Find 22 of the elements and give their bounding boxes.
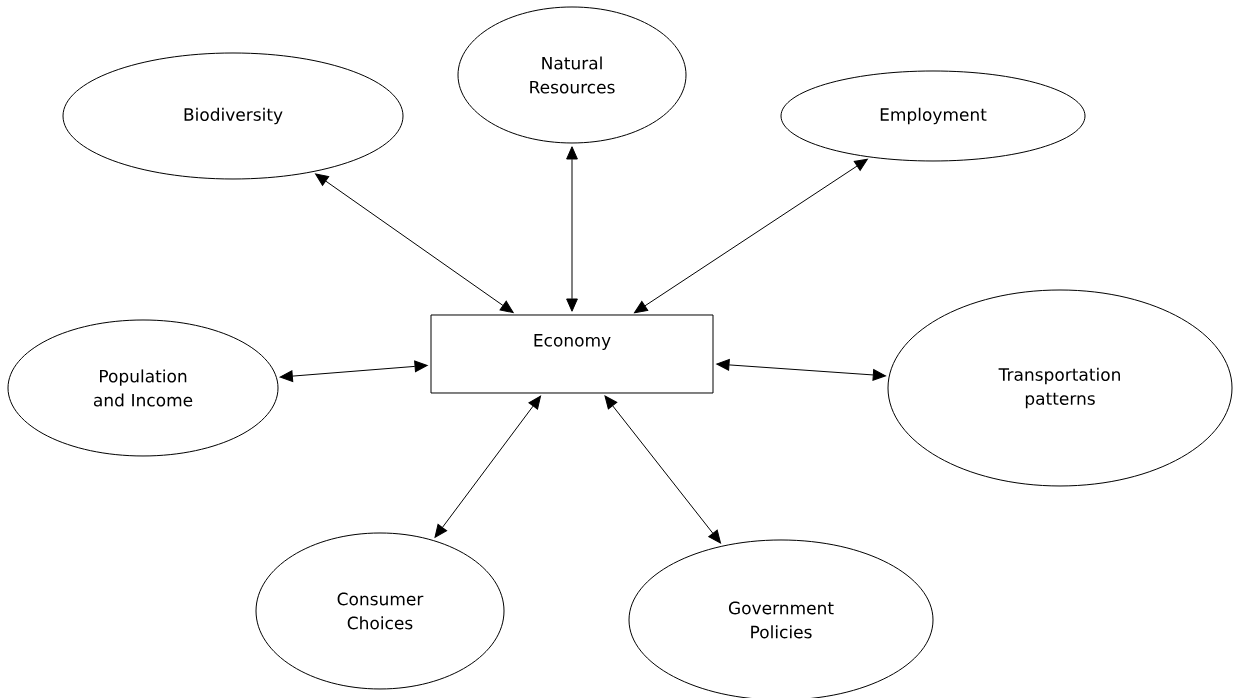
arrow <box>716 359 886 381</box>
node-label: Biodiversity <box>184 107 283 125</box>
node-label: Population and Income <box>93 369 193 407</box>
arrow <box>279 360 428 382</box>
node-label: Transportation patterns <box>998 367 1120 409</box>
ellipse <box>780 70 1086 162</box>
arrow <box>634 158 868 314</box>
ellipse <box>457 6 687 144</box>
arrow <box>566 146 578 312</box>
arrow <box>315 173 514 314</box>
ellipse <box>887 289 1233 487</box>
node-label: Government Policies <box>728 601 834 639</box>
node-label: Consumer Choices <box>337 592 424 630</box>
ellipse <box>62 52 404 180</box>
node-label: Employment <box>880 107 987 125</box>
ellipse <box>7 319 279 457</box>
node-label: Economy <box>534 334 611 350</box>
box <box>430 314 714 394</box>
arrow <box>604 395 722 544</box>
node-label: Natural Resources <box>530 56 615 94</box>
ellipse <box>255 532 505 690</box>
arrow <box>434 395 542 538</box>
